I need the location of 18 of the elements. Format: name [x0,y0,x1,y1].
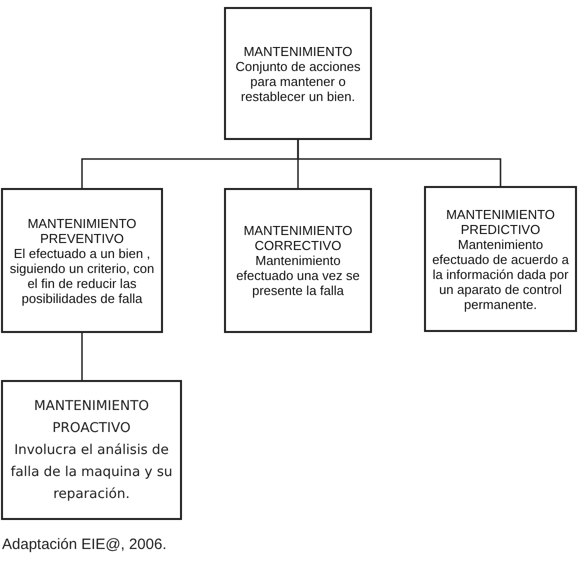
connector-line [297,140,502,186]
source-caption: Adaptación EIE@, 2006. [2,536,167,553]
box-title: MANTENIMIENTO PROACTIVO [33,397,150,438]
box-title: MANTENIMIENTO [244,44,352,58]
box-description: Conjunto de acciones para mantener o restablecer un bien. [234,58,362,104]
process-box [224,188,372,333]
process-box [1,188,163,333]
process-box [224,7,372,140]
box-title: MANTENIMIENTO PREDICTIVO [445,206,556,236]
process-box [1,380,182,520]
connector-line [81,333,83,380]
box-title: MANTENIMIENTO CORRECTIVO [242,223,354,253]
box-description: Mantenimiento efectuado una vez se presente la falla [235,253,361,298]
box-description: Mantenimiento efectuado de acuerdo a la información dada por un aparato de control permanente. [431,236,570,312]
box-title: MANTENIMIENTO PREVENTIVO [26,216,138,246]
process-box [424,186,577,332]
box-description: El efectuado a un bien , siguiendo un criterio, con el fin de reducir las posibilidades de falla [8,246,156,306]
box-description: Involucra el análisis de falla de la maquina y su reparación. [10,441,174,504]
